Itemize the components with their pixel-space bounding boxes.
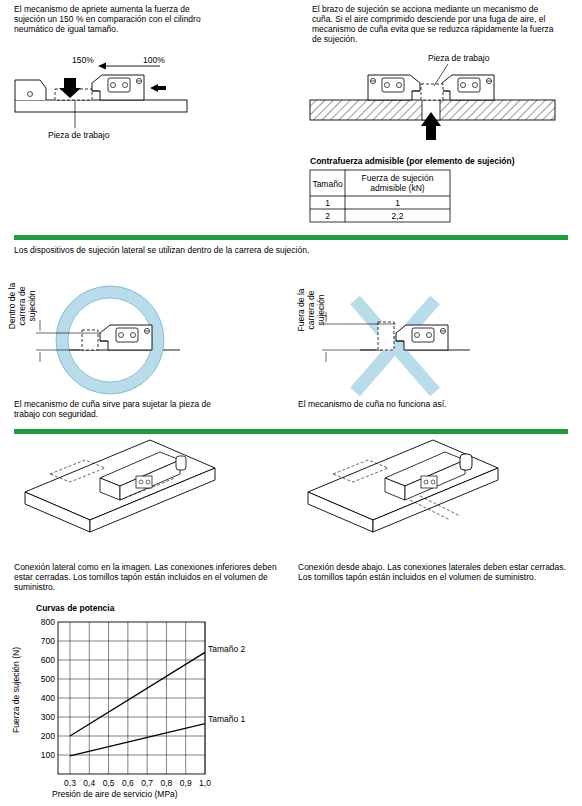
stroke-ok-illustration	[36, 286, 180, 394]
data-table	[310, 170, 450, 222]
tick-label: 0,9	[180, 778, 192, 788]
tick-label: 300	[41, 712, 55, 722]
part-label: Pieza de trabajo	[48, 130, 109, 140]
axis-title: Presión de aire de servicio (MPa)	[52, 789, 178, 799]
table-cell: 1	[310, 198, 345, 208]
note-text: El brazo de sujeción se acciona mediante…	[312, 4, 557, 44]
force-illustration	[15, 63, 187, 129]
tick-label: 0,6	[122, 778, 134, 788]
note-text: El mecanismo de apriete aumenta la fuerz…	[14, 4, 214, 34]
axis-title: Fuerza de sujeción (N)	[11, 647, 21, 733]
series-label: Tamaño 1	[208, 714, 245, 724]
bottom-connection-illustration	[308, 440, 498, 532]
tick-label: 0,5	[103, 778, 115, 788]
tick-label: 0,4	[83, 778, 95, 788]
series-label: Tamaño 2	[208, 644, 245, 654]
power-chart	[58, 622, 205, 774]
caption-text: Conexión lateral como en la imagen. Las …	[14, 562, 294, 592]
chart-title: Curvas de potencia	[36, 603, 114, 613]
tick-label: 1,0	[199, 778, 211, 788]
part-label: Pieza de trabajo	[428, 53, 489, 63]
percent-label: 150%	[72, 55, 94, 65]
tick-label: 700	[41, 636, 55, 646]
tick-label: 200	[41, 731, 55, 741]
table-title: Contrafuerza admisible (por elemento de …	[310, 156, 515, 166]
table-cell: 2,2	[345, 211, 450, 221]
table-header: Fuerza de sujeción admisible (kN)	[345, 173, 450, 193]
tick-label: 100	[41, 750, 55, 760]
tick-label: 800	[41, 617, 55, 627]
separator-bar	[14, 235, 568, 240]
caption-text: Conexión desde abajo. Las conexiones lat…	[298, 562, 578, 582]
tick-label: 0,8	[161, 778, 173, 788]
tick-label: 600	[41, 655, 55, 665]
note-text: Los dispositivos de sujeción lateral se …	[14, 245, 309, 255]
tick-label: 500	[41, 674, 55, 684]
tick-label: 0,3	[64, 778, 76, 788]
separator-bar	[14, 429, 568, 434]
tick-label: 0,7	[141, 778, 153, 788]
axis-note: Dentro de la carrera de sujeción	[7, 280, 37, 332]
side-connection-illustration	[25, 440, 215, 532]
table-cell: 1	[345, 198, 450, 208]
tick-label: 400	[41, 693, 55, 703]
caption-text: El mecanismo de cuña no funciona así.	[298, 399, 446, 409]
stroke-wrong-illustration	[322, 300, 470, 392]
axis-note: Fuera de la carrera de sujeción	[296, 284, 326, 336]
percent-label: 100%	[143, 55, 165, 65]
table-header: Tamaño	[310, 179, 345, 189]
table-cell: 2	[310, 211, 345, 221]
caption-text: El mecanismo de cuña sirve para sujetar …	[14, 399, 214, 419]
wedge-illustration	[310, 64, 555, 140]
